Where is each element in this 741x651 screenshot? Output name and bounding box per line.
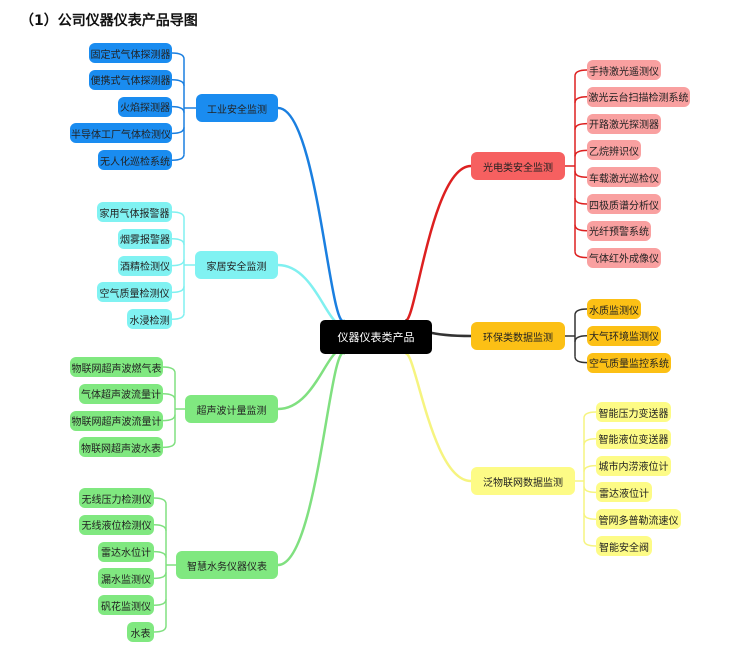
leaf-node[interactable]: 气体红外成像仪 bbox=[587, 247, 661, 268]
connector bbox=[574, 96, 588, 103]
leaf-node[interactable]: 开路激光探测器 bbox=[587, 113, 661, 134]
connector bbox=[162, 393, 176, 400]
leaf-node[interactable]: 物联网超声波水表 bbox=[79, 437, 163, 458]
connector bbox=[583, 539, 597, 547]
leaf-node[interactable]: 气体超声波流量计 bbox=[79, 383, 163, 404]
connector bbox=[574, 69, 588, 77]
connector bbox=[153, 550, 167, 558]
connector bbox=[574, 122, 588, 130]
connector bbox=[171, 211, 185, 219]
leaf-node[interactable]: 智能压力变送器 bbox=[596, 402, 671, 422]
connector bbox=[171, 259, 185, 267]
connector bbox=[171, 154, 185, 161]
leaf-node[interactable]: 乙烷辨识仪 bbox=[587, 140, 641, 161]
connector bbox=[162, 366, 176, 374]
connector bbox=[574, 171, 588, 178]
leaf-node[interactable]: 车载激光巡检仪 bbox=[587, 167, 661, 188]
connector bbox=[171, 127, 185, 135]
connector bbox=[574, 251, 588, 259]
branch-node-3[interactable]: 智慧水务仪器仪表 bbox=[176, 551, 278, 579]
connector bbox=[171, 238, 185, 245]
leaf-node[interactable]: 固定式气体探测器 bbox=[89, 43, 172, 63]
branch-node-4[interactable]: 光电类安全监测 bbox=[471, 152, 565, 180]
leaf-node[interactable]: 大气环境监测仪 bbox=[587, 325, 661, 346]
leaf-node[interactable]: 城市内涝液位计 bbox=[596, 455, 671, 476]
leaf-node[interactable]: 便携式气体探测器 bbox=[89, 69, 172, 90]
leaf-node[interactable]: 水质监测仪 bbox=[587, 299, 641, 319]
leaf-node[interactable]: 半导体工厂气体检测仪 bbox=[70, 123, 172, 144]
central-node[interactable]: 仪器仪表类产品 bbox=[320, 320, 432, 354]
branch-node-5[interactable]: 环保类数据监测 bbox=[471, 322, 565, 350]
leaf-node[interactable]: 空气质量监控系统 bbox=[587, 352, 671, 373]
connector bbox=[171, 52, 185, 60]
connector bbox=[153, 497, 167, 505]
connector bbox=[403, 164, 472, 322]
leaf-node[interactable]: 火焰探测器 bbox=[118, 96, 172, 117]
connector bbox=[583, 411, 597, 419]
leaf-node[interactable]: 手持激光遥测仪 bbox=[587, 60, 661, 80]
leaf-node[interactable]: 雷达液位计 bbox=[596, 482, 652, 503]
connector bbox=[171, 313, 185, 320]
connector bbox=[277, 351, 346, 567]
connector bbox=[574, 149, 588, 157]
connector bbox=[574, 308, 588, 316]
leaf-node[interactable]: 水浸检测 bbox=[127, 309, 172, 330]
branch-node-2[interactable]: 超声波计量监测 bbox=[185, 395, 278, 423]
connector bbox=[583, 486, 597, 494]
leaf-node[interactable]: 光纤预警系统 bbox=[587, 220, 651, 241]
connector bbox=[277, 106, 346, 323]
leaf-node[interactable]: 酒精检测仪 bbox=[118, 255, 172, 276]
leaf-node[interactable]: 管网多普勒流速仪 bbox=[596, 509, 681, 530]
leaf-node[interactable]: 水表 bbox=[127, 622, 154, 642]
connector bbox=[574, 335, 588, 342]
leaf-node[interactable]: 矾花监测仪 bbox=[98, 595, 154, 616]
connector bbox=[153, 572, 167, 580]
connector bbox=[574, 224, 588, 232]
leaf-node[interactable]: 无线液位检测仪 bbox=[79, 514, 154, 535]
leaf-node[interactable]: 无线压力检测仪 bbox=[79, 488, 154, 508]
connector bbox=[171, 286, 185, 294]
connector bbox=[153, 599, 167, 606]
connector bbox=[574, 197, 588, 205]
leaf-node[interactable]: 四极质谱分析仪 bbox=[587, 194, 661, 214]
leaf-node[interactable]: 激光云台扫描检测系统 bbox=[587, 86, 690, 107]
connector bbox=[277, 263, 346, 325]
connector bbox=[583, 464, 597, 472]
branch-node-0[interactable]: 工业安全监测 bbox=[196, 94, 278, 122]
leaf-node[interactable]: 空气质量检测仪 bbox=[97, 282, 172, 303]
branch-node-6[interactable]: 泛物联网数据监测 bbox=[471, 467, 575, 495]
leaf-node[interactable]: 智能安全阀 bbox=[596, 536, 652, 556]
branch-node-1[interactable]: 家居安全监测 bbox=[195, 251, 278, 279]
leaf-node[interactable]: 漏水监测仪 bbox=[98, 568, 154, 589]
connector bbox=[153, 625, 167, 633]
leaf-node[interactable]: 物联网超声波流量计 bbox=[70, 410, 163, 431]
leaf-node[interactable]: 智能液位变送器 bbox=[596, 428, 671, 449]
leaf-node[interactable]: 烟雾报警器 bbox=[118, 228, 172, 249]
connector bbox=[583, 513, 597, 520]
leaf-node[interactable]: 雷达水位计 bbox=[98, 541, 154, 562]
leaf-node[interactable]: 无人化巡检系统 bbox=[98, 150, 172, 171]
connector bbox=[403, 352, 472, 483]
connector bbox=[171, 105, 185, 113]
leaf-node[interactable]: 物联网超声波燃气表 bbox=[70, 357, 163, 377]
connector bbox=[574, 356, 588, 364]
connector bbox=[583, 438, 597, 445]
connector bbox=[153, 524, 167, 531]
connector bbox=[162, 441, 176, 449]
leaf-node[interactable]: 家用气体报警器 bbox=[97, 202, 172, 222]
page-title: （1）公司仪器仪表产品导图 bbox=[20, 13, 198, 29]
connector bbox=[162, 414, 176, 422]
connector bbox=[171, 79, 185, 86]
